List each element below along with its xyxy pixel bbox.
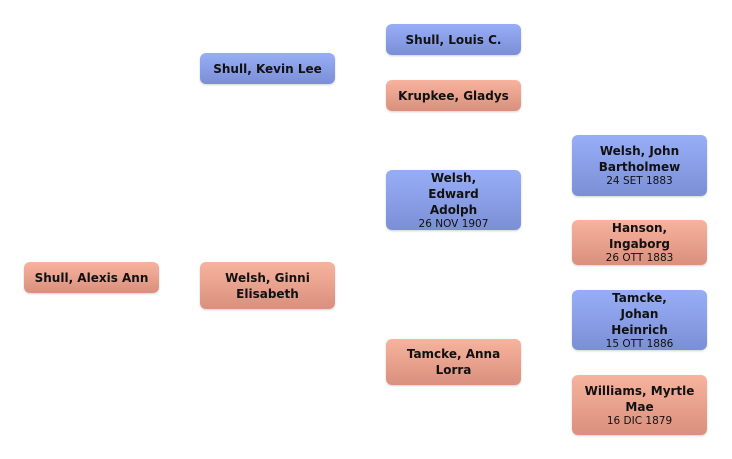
person-node-paternal-grandfather[interactable]: Shull, Louis C. — [386, 24, 521, 55]
birth-date: 26 NOV 1907 — [418, 217, 489, 230]
birth-date: 16 DIC 1879 — [606, 414, 673, 427]
person-name: Shull, Louis C. — [405, 32, 502, 47]
person-name: Tamcke, Johan Heinrich — [611, 290, 668, 337]
person-node-mgm-mother[interactable]: Williams, Myrtle Mae 16 DIC 1879 — [572, 375, 707, 435]
person-node-maternal-grandfather[interactable]: Welsh, Edward Adolph 26 NOV 1907 — [386, 170, 521, 230]
person-name: Tamcke, Anna Lorra — [406, 347, 501, 377]
person-node-paternal-grandmother[interactable]: Krupkee, Gladys — [386, 80, 521, 111]
person-node-maternal-grandmother[interactable]: Tamcke, Anna Lorra — [386, 339, 521, 385]
person-name: Shull, Kevin Lee — [213, 61, 322, 76]
birth-date: 26 OTT 1883 — [605, 252, 674, 264]
person-name: Williams, Myrtle Mae — [584, 383, 695, 414]
person-name: Hanson, Ingaborg — [608, 221, 671, 251]
person-name: Welsh, John Bartholmew — [598, 144, 681, 174]
person-node-mother[interactable]: Welsh, Ginni Elisabeth — [200, 262, 335, 309]
person-name: Krupkee, Gladys — [398, 88, 509, 103]
person-name: Shull, Alexis Ann — [34, 270, 149, 285]
person-node-father[interactable]: Shull, Kevin Lee — [200, 53, 335, 84]
person-node-mgf-mother[interactable]: Hanson, Ingaborg 26 OTT 1883 — [572, 220, 707, 265]
birth-date: 15 OTT 1886 — [605, 337, 674, 350]
person-node-root[interactable]: Shull, Alexis Ann — [24, 262, 159, 293]
birth-date: 24 SET 1883 — [606, 175, 673, 187]
person-node-mgm-father[interactable]: Tamcke, Johan Heinrich 15 OTT 1886 — [572, 290, 707, 350]
person-name: Welsh, Edward Adolph — [428, 170, 479, 217]
person-name: Welsh, Ginni Elisabeth — [225, 270, 310, 301]
person-node-mgf-father[interactable]: Welsh, John Bartholmew 24 SET 1883 — [572, 135, 707, 196]
